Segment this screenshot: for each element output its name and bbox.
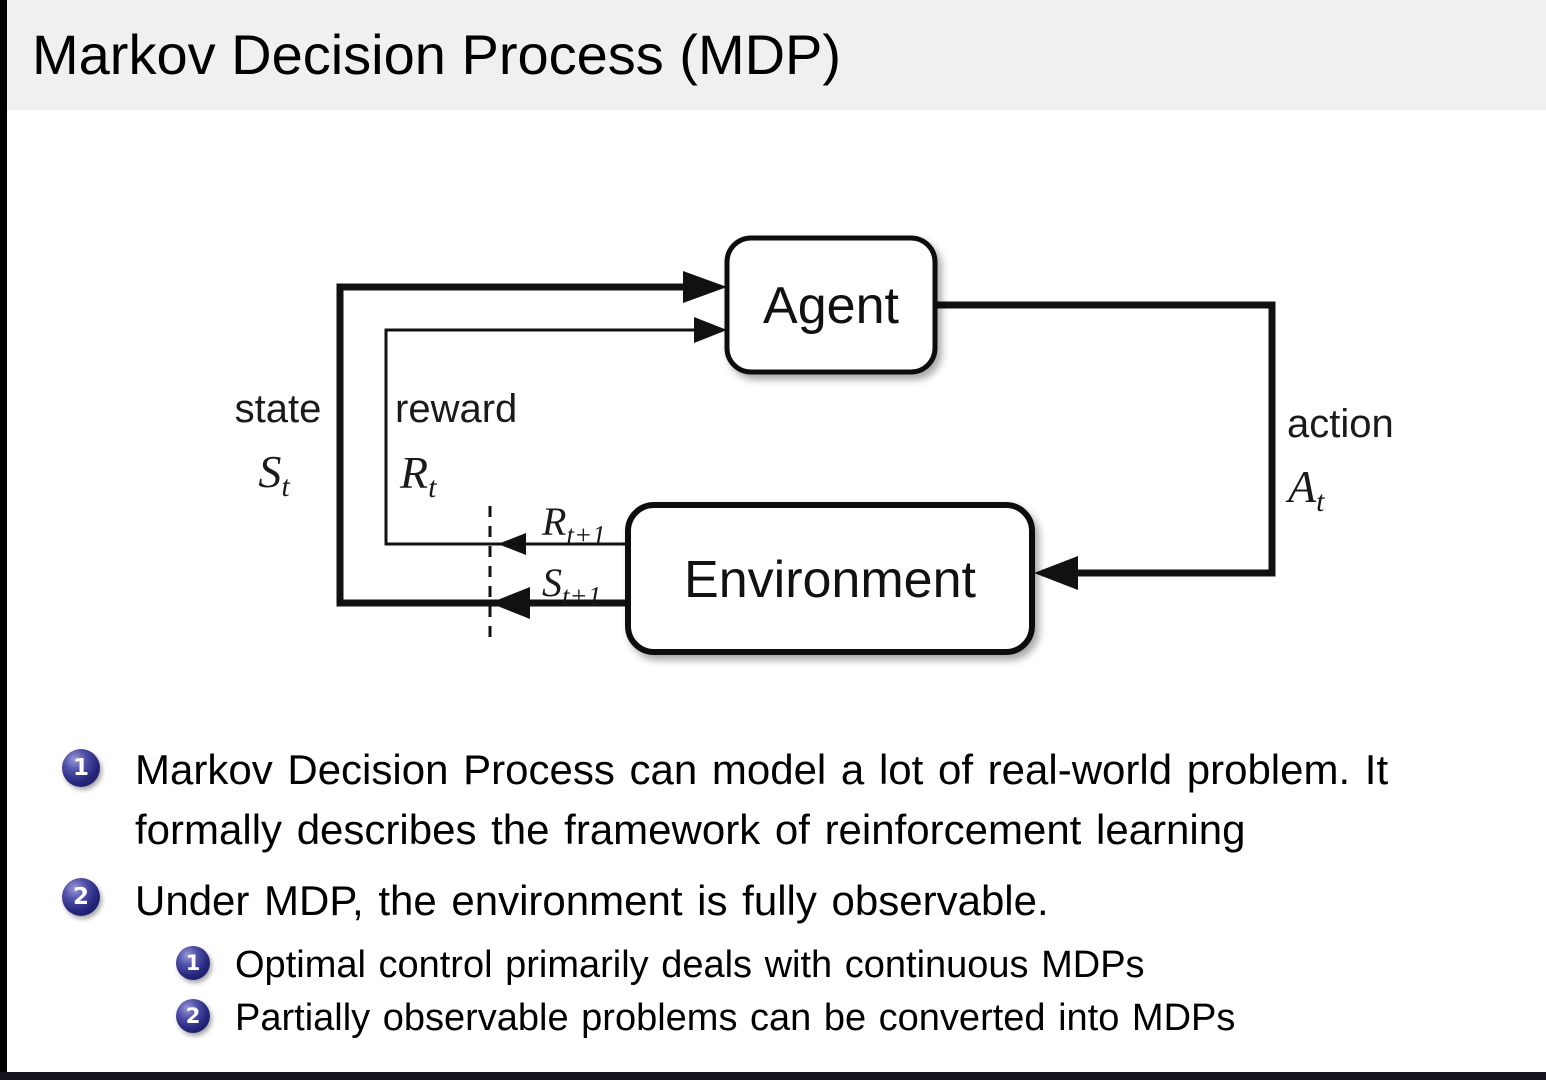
action-symbol-main: A	[1285, 461, 1317, 512]
mdp-diagram: Agent Environment state St reward Rt act…	[230, 225, 1405, 670]
left-window-edge	[0, 0, 7, 1080]
bottom-slide-bar	[0, 1072, 1546, 1080]
reward-next-sub: t+1	[566, 520, 605, 550]
slide-title: Markov Decision Process (MDP)	[32, 23, 842, 86]
state-next-main: S	[542, 560, 562, 605]
action-label: action	[1287, 402, 1394, 446]
state-loop-line	[336, 283, 714, 607]
state-symbol-sub: t	[281, 470, 290, 503]
state-symbol-main: S	[258, 446, 281, 497]
state-next-symbol: St+1	[542, 560, 601, 611]
reward-symbol-sub: t	[428, 471, 437, 504]
reward-arrowhead-at-boundary	[498, 533, 526, 555]
mdp-diagram-svg: Agent Environment state St reward Rt act…	[235, 235, 1394, 655]
action-symbol: At	[1285, 461, 1325, 518]
reward-symbol-main: R	[399, 447, 428, 498]
action-arrowhead-to-environment	[1034, 556, 1078, 590]
reward-next-main: R	[541, 499, 566, 544]
bullet-1-text: Markov Decision Process can model a lot …	[135, 740, 1388, 860]
sub-bullet-2-ball: 2	[176, 999, 210, 1033]
agent-label: Agent	[763, 277, 899, 335]
action-symbol-sub: t	[1316, 485, 1325, 518]
action-loop-line	[935, 301, 1276, 577]
reward-next-symbol: Rt+1	[541, 499, 606, 550]
state-arrowhead-at-boundary	[490, 587, 530, 619]
bullet-1-line-2: formally describes the framework of rein…	[135, 806, 1246, 853]
reward-label: reward	[395, 387, 517, 431]
bullet-2-text: Under MDP, the environment is fully obse…	[135, 877, 1049, 924]
state-arrowhead-to-agent	[683, 271, 727, 303]
bullet-2-ball: 2	[62, 878, 100, 916]
bullet-1-ball: 1	[62, 749, 100, 787]
state-next-sub: t+1	[562, 581, 601, 611]
environment-label: Environment	[684, 551, 976, 609]
reward-arrowhead-to-agent	[694, 317, 727, 343]
bullet-1-line-1: Markov Decision Process can model a lot …	[135, 746, 1389, 793]
sub-bullet-2-text: Partially observable problems can be con…	[235, 997, 1236, 1039]
state-label: state	[235, 387, 322, 431]
reward-symbol: Rt	[399, 447, 437, 504]
agent-box	[724, 235, 938, 375]
title-bar: Markov Decision Process (MDP)	[0, 0, 1546, 110]
sub-bullet-1-ball: 1	[176, 946, 210, 980]
sub-bullet-1-text: Optimal control primarily deals with con…	[235, 944, 1145, 986]
environment-box	[625, 502, 1035, 655]
state-symbol: St	[258, 446, 290, 503]
